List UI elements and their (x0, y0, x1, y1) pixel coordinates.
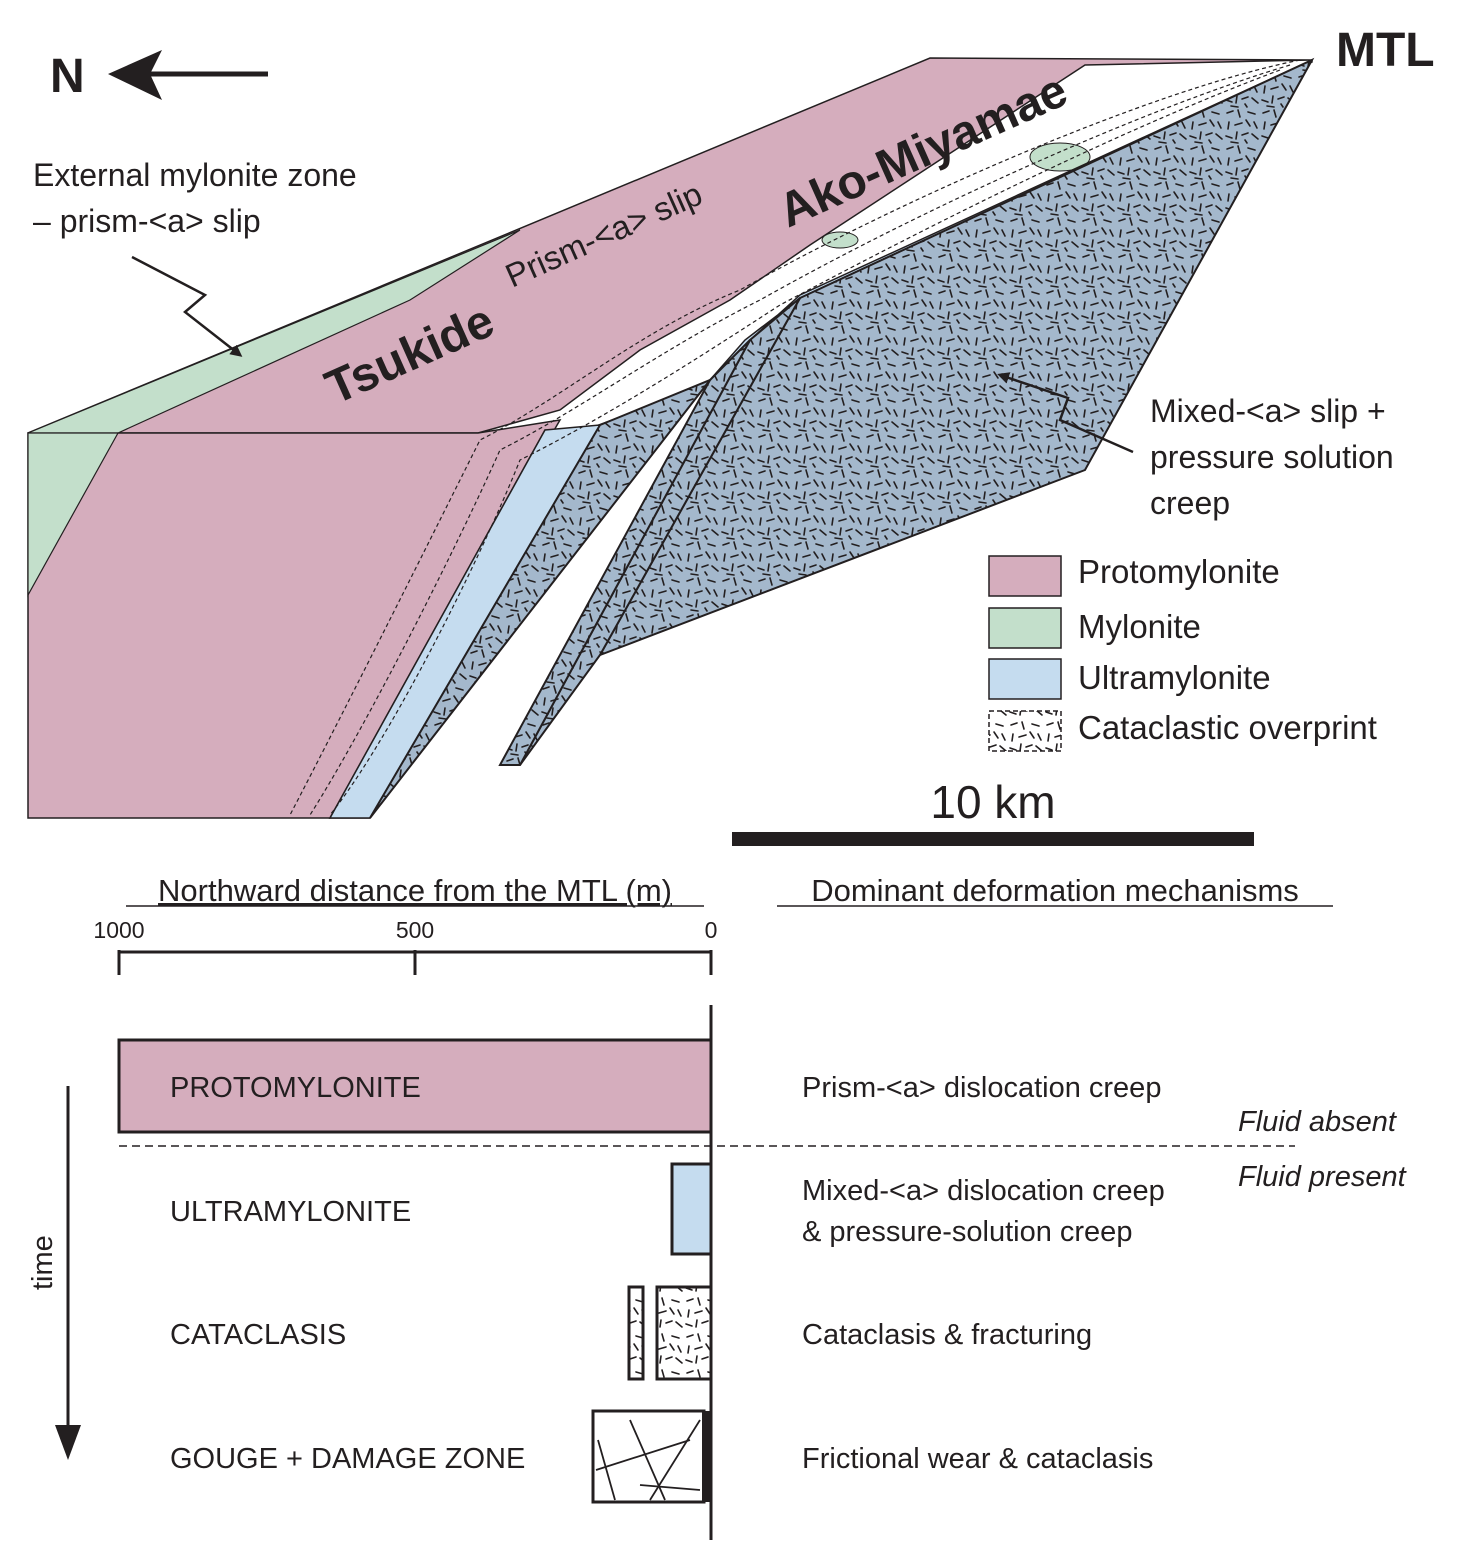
legend-swatch-protomylonite (988, 555, 1062, 597)
scale-bar: 10 km (732, 776, 1254, 846)
cataclastic-block-lower (498, 339, 751, 766)
mixed-slip-pointer (997, 372, 1134, 454)
mixed-slip-line1: Mixed-<a> slip + (1150, 393, 1386, 429)
cataclastic-block-front (369, 377, 714, 819)
external-mylonite-pointer (131, 255, 243, 357)
legend-label-cataclastic: Cataclastic overprint (1078, 709, 1377, 746)
mechanism-protomylonite: Prism-<a> dislocation creep (802, 1072, 1161, 1104)
legend: Protomylonite Mylonite Ultramylonite Cat… (988, 553, 1377, 752)
legend-label-mylonite: Mylonite (1078, 608, 1201, 645)
distance-header: Northward distance from the MTL (m) (158, 873, 672, 908)
mixed-slip-line2: pressure solution (1150, 439, 1394, 475)
scale-bar-line (732, 832, 1254, 846)
bar-cataclasis-wide (655, 1285, 713, 1381)
legend-swatch-cataclastic (988, 710, 1062, 752)
tick-label-0: 0 (705, 917, 718, 943)
scale-bar-label: 10 km (930, 776, 1055, 828)
mechanism-header: Dominant deformation mechanisms (811, 873, 1299, 908)
north-label: N (50, 50, 85, 103)
mechanism-ultramylonite-2: & pressure-solution creep (802, 1216, 1132, 1248)
bar-gouge (591, 1409, 706, 1504)
row-label-cataclasis: CATACLASIS (170, 1319, 346, 1351)
lower-schematic: Northward distance from the MTL (m) Domi… (27, 873, 1408, 1540)
legend-label-protomylonite: Protomylonite (1078, 553, 1280, 590)
mechanism-cataclasis: Cataclasis & fracturing (802, 1319, 1092, 1351)
mtl-label: MTL (1336, 24, 1435, 77)
row-label-protomylonite: PROTOMYLONITE (170, 1072, 421, 1104)
row-label-ultramylonite: ULTRAMYLONITE (170, 1196, 411, 1228)
external-mylonite-line2: – prism-<a> slip (33, 203, 261, 239)
block-diagram: N MTL Tsukide Ako-Miyamae Prism-<a> slip… (27, 24, 1435, 819)
external-mylonite-line1: External mylonite zone (33, 157, 357, 193)
top-face-protomylonite (27, 57, 1313, 434)
bar-gouge-core (702, 1411, 711, 1502)
time-label: time (27, 1235, 59, 1290)
mechanism-ultramylonite-1: Mixed-<a> dislocation creep (802, 1175, 1165, 1207)
time-arrowhead (55, 1425, 81, 1460)
bar-ultramylonite (670, 1162, 713, 1256)
fluid-present-label: Fluid present (1238, 1161, 1408, 1193)
bar-cataclasis-narrow (627, 1285, 645, 1381)
tick-label-500: 500 (396, 917, 434, 943)
dotted-fault-traces (289, 59, 1301, 816)
mylonite-lens-2 (821, 231, 859, 249)
north-arrowhead (108, 50, 162, 100)
mixed-slip-line3: creep (1150, 485, 1230, 521)
legend-swatch-ultramylonite (988, 658, 1062, 700)
mylonite-lens-1 (1029, 142, 1091, 172)
bar-protomylonite (117, 1038, 713, 1134)
gouge-fracture-lines (595, 1419, 701, 1501)
tick-label-1000: 1000 (93, 917, 144, 943)
legend-swatch-mylonite (988, 607, 1062, 649)
fluid-absent-label: Fluid absent (1238, 1106, 1398, 1138)
mechanism-gouge: Frictional wear & cataclasis (802, 1443, 1153, 1475)
row-label-gouge: GOUGE + DAMAGE ZONE (170, 1443, 525, 1475)
external-mylonite-front (27, 432, 120, 598)
legend-label-ultramylonite: Ultramylonite (1078, 659, 1271, 696)
